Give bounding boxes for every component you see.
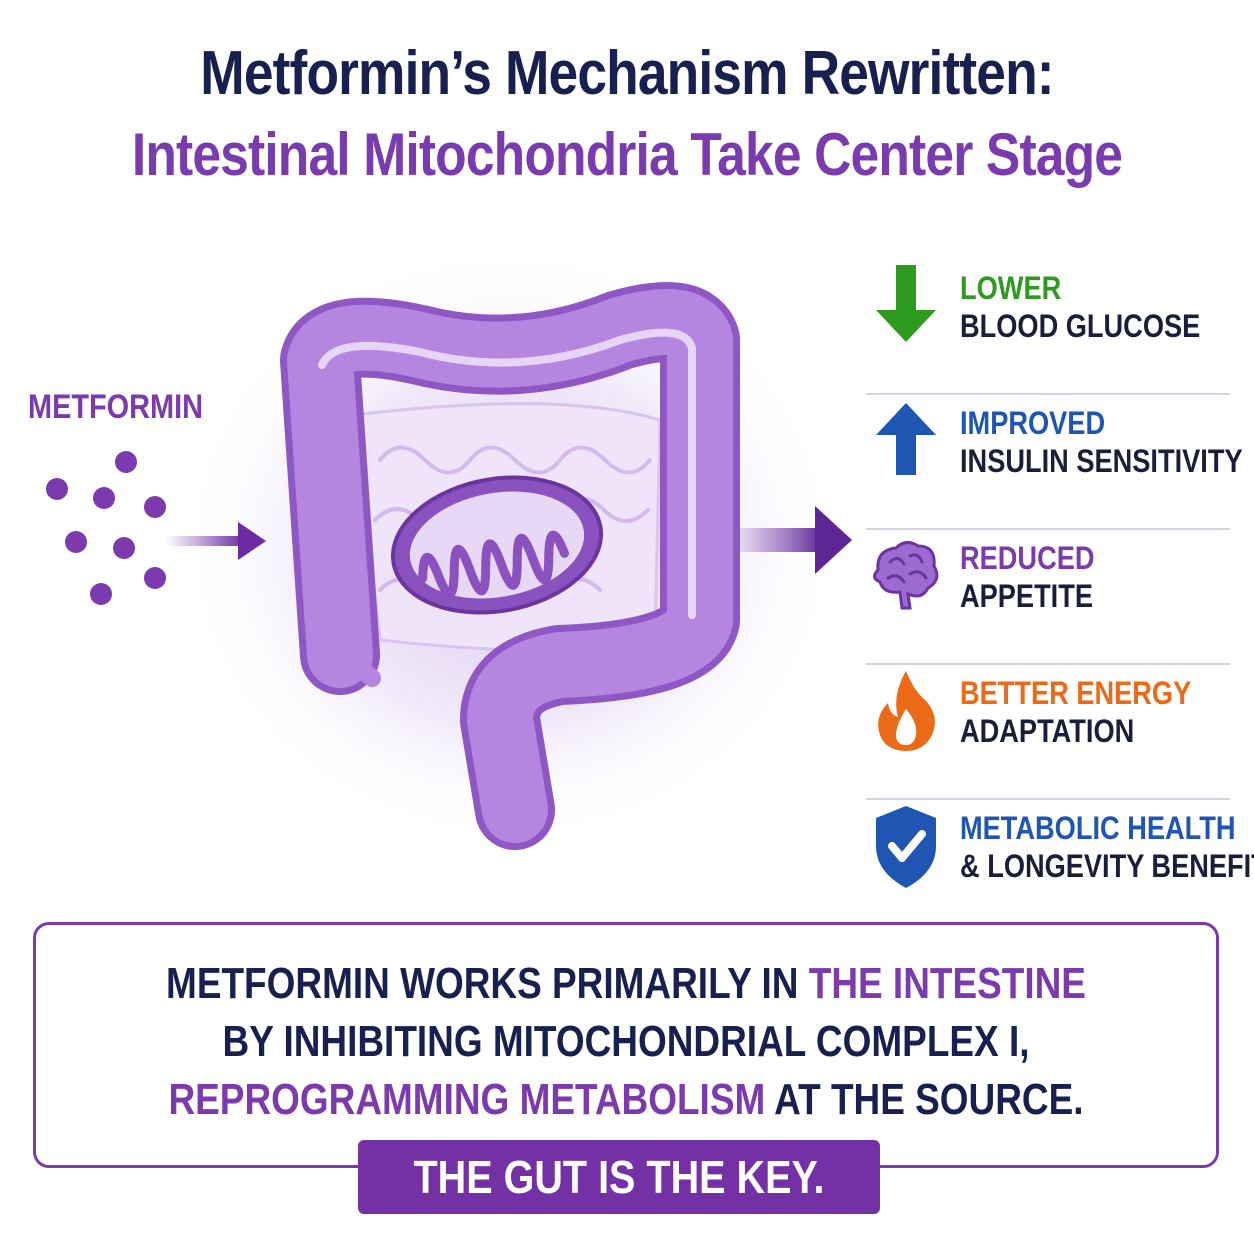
arrow-down-icon bbox=[876, 265, 936, 342]
benefit-head: LOWER bbox=[960, 270, 1062, 306]
particle bbox=[115, 451, 137, 473]
benefit-metabolic-health: METABOLIC HEALTH & LONGEVITY BENEFITS bbox=[866, 800, 1254, 933]
colon bbox=[280, 282, 740, 850]
benefit-reduced-appetite: REDUCED APPETITE bbox=[866, 530, 1230, 665]
summary-highlight: REPROGRAMMING METABOLISM bbox=[168, 1075, 766, 1124]
title-line-2: Intestinal Mitochondria Take Center Stag… bbox=[131, 121, 1123, 188]
particle bbox=[113, 537, 135, 559]
flame-icon bbox=[878, 671, 935, 751]
input-arrow bbox=[165, 522, 266, 560]
key-banner: THE GUT IS THE KEY. bbox=[358, 1140, 880, 1214]
particle bbox=[93, 487, 115, 509]
brain-icon bbox=[873, 541, 939, 610]
benefit-head: METABOLIC HEALTH bbox=[960, 810, 1236, 846]
shield-check-icon bbox=[876, 806, 936, 888]
summary-line-2: BY INHIBITING MITOCHONDRIAL COMPLEX I, bbox=[222, 1017, 1030, 1066]
summary-line-1: METFORMIN WORKS PRIMARILY IN THE INTESTI… bbox=[130, 959, 1121, 1009]
key-text: THE GUT IS THE KEY. bbox=[413, 1151, 825, 1203]
particle bbox=[144, 567, 166, 589]
benefit-sub: APPETITE bbox=[960, 578, 1093, 614]
benefit-sub: ADAPTATION bbox=[960, 713, 1135, 749]
gut-diagram bbox=[46, 245, 852, 850]
summary-box: METFORMIN WORKS PRIMARILY IN THE INTESTI… bbox=[33, 922, 1219, 1168]
benefit-insulin-sensitivity: IMPROVED INSULIN SENSITIVITY bbox=[866, 395, 1243, 530]
benefit-head: BETTER ENERGY bbox=[960, 675, 1192, 711]
particle bbox=[65, 531, 87, 553]
benefit-head: IMPROVED bbox=[960, 405, 1106, 441]
summary-text: METFORMIN WORKS PRIMARILY IN bbox=[166, 959, 809, 1008]
particle bbox=[90, 583, 112, 605]
metformin-particles bbox=[46, 451, 166, 605]
benefit-sub: INSULIN SENSITIVITY bbox=[960, 443, 1243, 479]
benefit-sub: & LONGEVITY BENEFITS bbox=[960, 848, 1254, 884]
summary-text: AT THE SOURCE. bbox=[765, 1075, 1084, 1124]
arrow-up-icon bbox=[876, 403, 936, 475]
benefit-energy-adaptation: BETTER ENERGY ADAPTATION bbox=[866, 665, 1230, 800]
particle bbox=[46, 478, 68, 500]
benefit-sub: BLOOD GLUCOSE bbox=[960, 308, 1201, 344]
benefits-list: LOWER BLOOD GLUCOSE IMPROVED INSULIN SEN… bbox=[866, 260, 1254, 933]
benefit-lower-glucose: LOWER BLOOD GLUCOSE bbox=[866, 260, 1230, 395]
summary-line-3: REPROGRAMMING METABOLISM AT THE SOURCE. bbox=[130, 1075, 1121, 1125]
metformin-label: METFORMIN bbox=[28, 388, 203, 426]
title-line-1: Metformin’s Mechanism Rewritten: bbox=[200, 39, 1054, 108]
benefit-head: REDUCED bbox=[960, 540, 1095, 576]
particle bbox=[144, 496, 166, 518]
summary-highlight: THE INTESTINE bbox=[808, 959, 1086, 1008]
output-arrow bbox=[735, 506, 852, 574]
mitochondrion-icon bbox=[390, 475, 604, 615]
